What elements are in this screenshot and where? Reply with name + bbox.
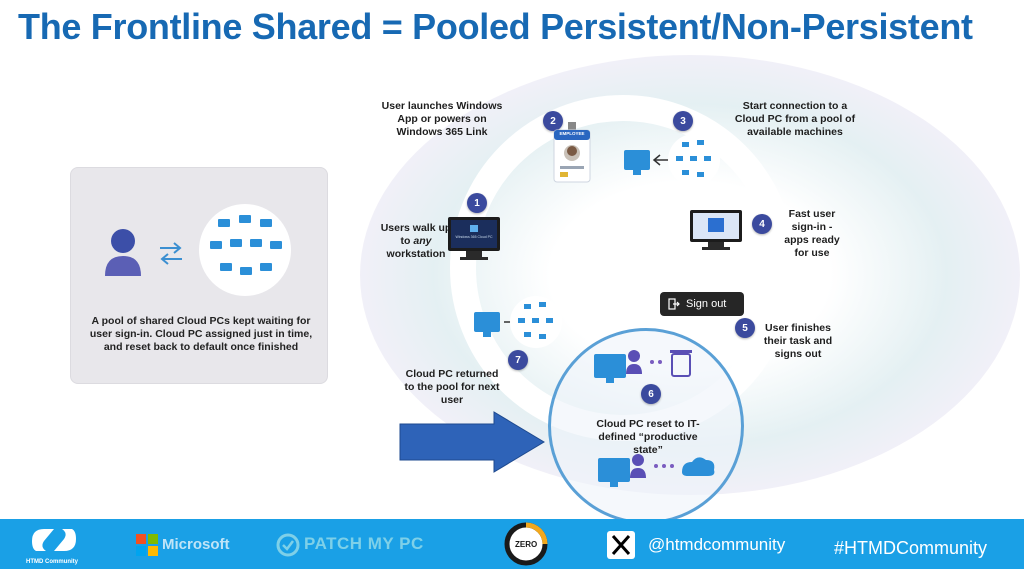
- step-5-text: User finishes their task and signs out: [763, 322, 833, 360]
- microsoft-logo-icon: [136, 534, 158, 556]
- signed-in-desktop-icon: [690, 210, 742, 250]
- step-4-badge: 4: [752, 214, 772, 234]
- step-1-text: Users walk up to any workstation: [380, 222, 452, 260]
- return-to-pool-icon: [474, 296, 562, 348]
- swap-arrows-icon: [160, 242, 182, 265]
- cloud-pc-reset-icon: [598, 454, 715, 487]
- cloud-pc-delete-icon: [594, 350, 692, 383]
- workstation-icon: [448, 217, 500, 260]
- zero-label: ZERO: [515, 540, 538, 549]
- step-2-badge: 2: [543, 111, 563, 131]
- hashtag-label: #HTMDCommunity: [834, 538, 988, 558]
- step-1-badge: 1: [467, 193, 487, 213]
- cloud-pc-pool-icon: [199, 204, 291, 296]
- connect-to-pool-icon: [624, 134, 720, 186]
- x-logo-icon: [607, 531, 635, 559]
- user-icon: [105, 229, 141, 276]
- sign-out-icon: [668, 298, 680, 310]
- page-title: The Frontline Shared = Pooled Persistent…: [18, 6, 973, 47]
- zero-logo-icon: [504, 522, 548, 566]
- sign-out-label: Sign out: [686, 298, 727, 310]
- reset-circle: [548, 328, 744, 524]
- social-handle[interactable]: @htmdcommunity: [648, 535, 786, 554]
- step-3-badge: 3: [673, 111, 693, 131]
- employee-badge-icon: [553, 122, 591, 183]
- htmd-logo-icon: [32, 529, 76, 551]
- step-6-badge: 6: [641, 384, 661, 404]
- flow-arrow-icon: [399, 411, 545, 473]
- step-5-badge: 5: [735, 318, 755, 338]
- step-6-text: Cloud PC reset to IT-defined “productive…: [596, 418, 700, 456]
- microsoft-label: Microsoft: [162, 536, 230, 553]
- step-4-text: Fast user sign-in - apps ready for use: [784, 208, 840, 259]
- patch-my-pc-label: PATCH MY PC: [304, 534, 424, 553]
- workstation-screen-label: Windows 365 Cloud PC: [455, 235, 493, 239]
- step-3-text: Start connection to a Cloud PC from a po…: [734, 100, 856, 138]
- step-7-text: Cloud PC returned to the pool for next u…: [404, 368, 500, 406]
- sign-out-button[interactable]: Sign out: [660, 292, 744, 316]
- step-2-text: User launches Windows App or powers on W…: [381, 100, 503, 138]
- footer-bar: HTMD Community Microsoft PATCH MY PC ZER…: [0, 519, 1024, 569]
- pool-description: A pool of shared Cloud PCs kept waiting …: [89, 315, 313, 353]
- htmd-community-label: HTMD Community: [26, 559, 78, 565]
- employee-badge-label: EMPLOYEE: [559, 131, 585, 136]
- step-7-badge: 7: [508, 350, 528, 370]
- patch-my-pc-logo-icon: [276, 533, 300, 557]
